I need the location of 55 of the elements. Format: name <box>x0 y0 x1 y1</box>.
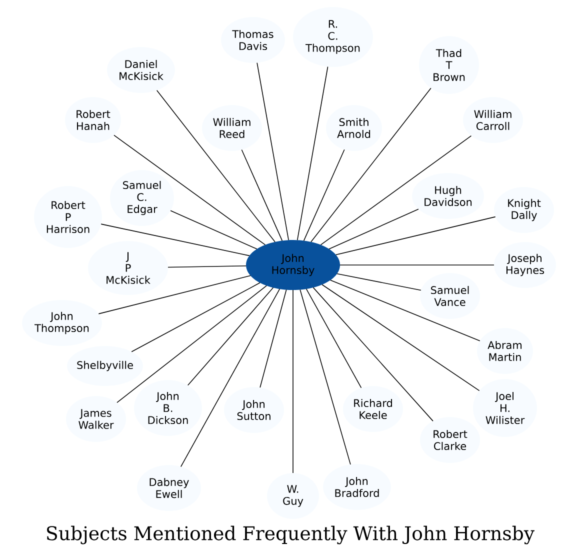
connector-line <box>168 265 246 268</box>
connector-line <box>340 264 494 266</box>
ellipse-node: Joseph Haynes <box>494 242 556 288</box>
ellipse-node: Thad T Brown <box>419 36 479 94</box>
connector-line <box>292 290 294 474</box>
ellipse-node: Robert Clarke <box>420 417 480 463</box>
ellipse-node: Smith Arnold <box>326 105 382 151</box>
connector-line <box>303 149 345 242</box>
connector-line <box>300 289 351 465</box>
connector-line <box>296 66 328 241</box>
connector-line <box>170 210 258 250</box>
ellipse-node: Shelbyville <box>67 346 143 386</box>
ellipse-node: Knight Dally <box>494 187 554 233</box>
connector-line <box>256 62 289 241</box>
connector-line <box>260 289 287 388</box>
connector-line <box>116 285 267 403</box>
ellipse-node: William Reed <box>202 105 262 151</box>
connector-line <box>330 280 480 342</box>
connector-line <box>100 224 250 256</box>
ellipse-node: Samuel C. Edgar <box>110 170 174 226</box>
ellipse-node: J P McKisick <box>88 241 168 295</box>
ellipse-node: Daniel McKisick <box>107 47 175 93</box>
ellipse-node: John Thompson <box>22 300 102 346</box>
ellipse-node: William Carroll <box>463 97 523 143</box>
ellipse-node: John Sutton <box>224 387 284 433</box>
connector-line <box>156 90 276 242</box>
ellipse-node: Abram Martin <box>477 328 533 374</box>
diagram-title: Subjects Mentioned Frequently With John Hornsby <box>47 526 534 544</box>
connector-line <box>312 287 434 422</box>
connector-line <box>306 288 362 388</box>
connector-line <box>241 149 283 242</box>
ellipse-node: Joel H. Wilister <box>473 379 537 437</box>
ellipse-node: Hugh Davidson <box>412 173 484 219</box>
ellipse-node: Robert P Harrison <box>34 186 102 248</box>
connector-line <box>320 135 472 246</box>
connector-line <box>336 216 496 256</box>
ellipse-node: John B. Dickson <box>134 380 202 436</box>
connector-line <box>187 287 274 386</box>
ellipse-node: Thomas Davis <box>221 17 285 63</box>
ellipse-node: John Bradford <box>323 464 391 510</box>
connector-line <box>114 134 266 246</box>
connector-line <box>336 273 422 291</box>
connector-line <box>328 208 419 250</box>
connector-line <box>131 282 260 352</box>
connector-line <box>310 88 432 242</box>
ellipse-node: Samuel Vance <box>420 273 480 319</box>
ellipse-node: James Walker <box>66 396 126 442</box>
ellipse-node: R. C. Thompson <box>293 7 373 67</box>
ellipse-node: Richard Keele <box>343 386 403 432</box>
connector-line <box>98 275 251 314</box>
ellipse-node: Dabney Ewell <box>137 465 201 511</box>
ellipse-node: W. Guy <box>267 473 319 519</box>
ellipse-node: Robert Hanah <box>65 97 121 143</box>
connector-line <box>180 288 280 468</box>
connector-line <box>322 284 480 392</box>
